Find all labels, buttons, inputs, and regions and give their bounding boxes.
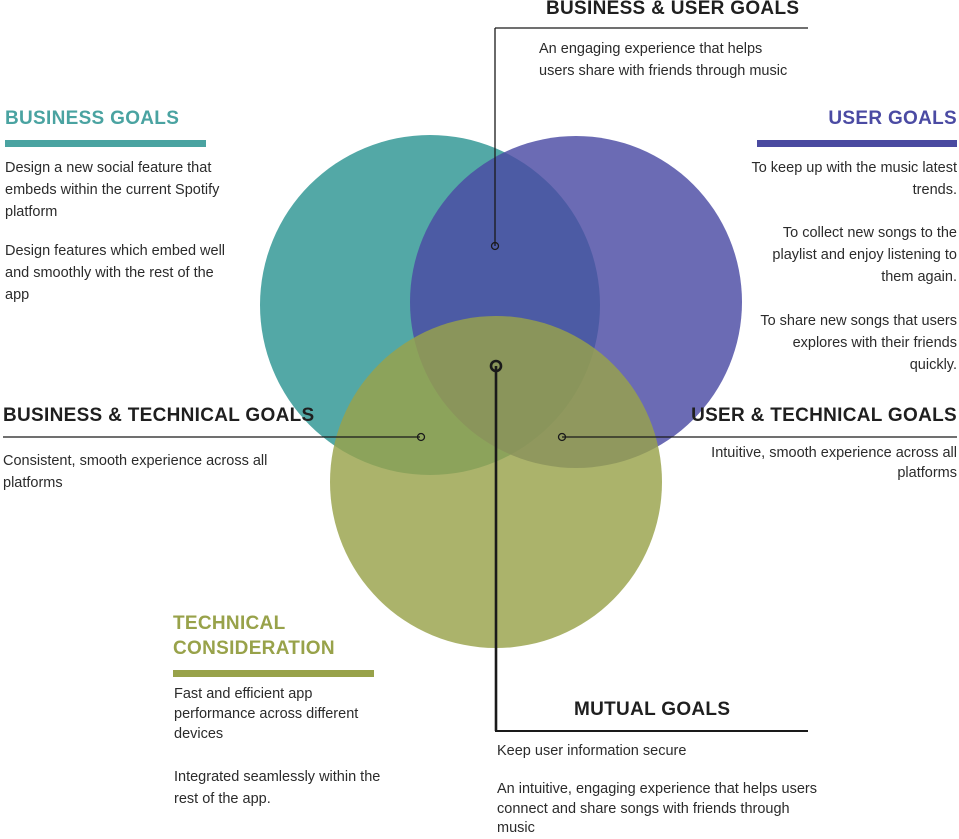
user-title-bar [757,140,957,147]
business-title-bar [5,140,206,147]
technical-item: Integrated seamlessly within the rest of… [174,769,381,807]
mutual-item: Keep user information secure [497,743,687,759]
business-user-node [490,241,500,251]
business-item: Design a new social feature that embeds … [5,160,220,220]
business-technical-title: BUSINESS & TECHNICAL GOALS [3,405,315,426]
user-technical-title: USER & TECHNICAL GOALS [691,405,957,426]
technical-title-bar [173,670,374,677]
business-user-title: BUSINESS & USER GOALS [546,0,800,19]
technical-item: Fast and efficient app performance acros… [174,686,359,742]
business-item: Design features which embed well and smo… [5,243,226,303]
user-item: To share new songs that users explores w… [760,313,957,373]
business-technical-item: Consistent, smooth experience across all… [3,453,268,491]
technical-title: TECHNICAL CONSIDERATION [173,613,335,659]
mutual-node [489,359,503,373]
user-technical-item: Intuitive, smooth experience across all … [711,445,957,481]
business-title: BUSINESS GOALS [5,108,180,129]
user-item: To keep up with the music latest trends. [751,160,957,198]
business-technical-node [416,432,426,442]
mutual-title: MUTUAL GOALS [574,699,731,720]
user-item: To collect new songs to the playlist and… [772,225,957,285]
user-title: USER GOALS [828,108,957,129]
mutual-item: An intuitive, engaging experience that h… [497,781,818,836]
business-user-item: An engaging experience that helps users … [539,41,788,79]
user-technical-node [557,432,567,442]
